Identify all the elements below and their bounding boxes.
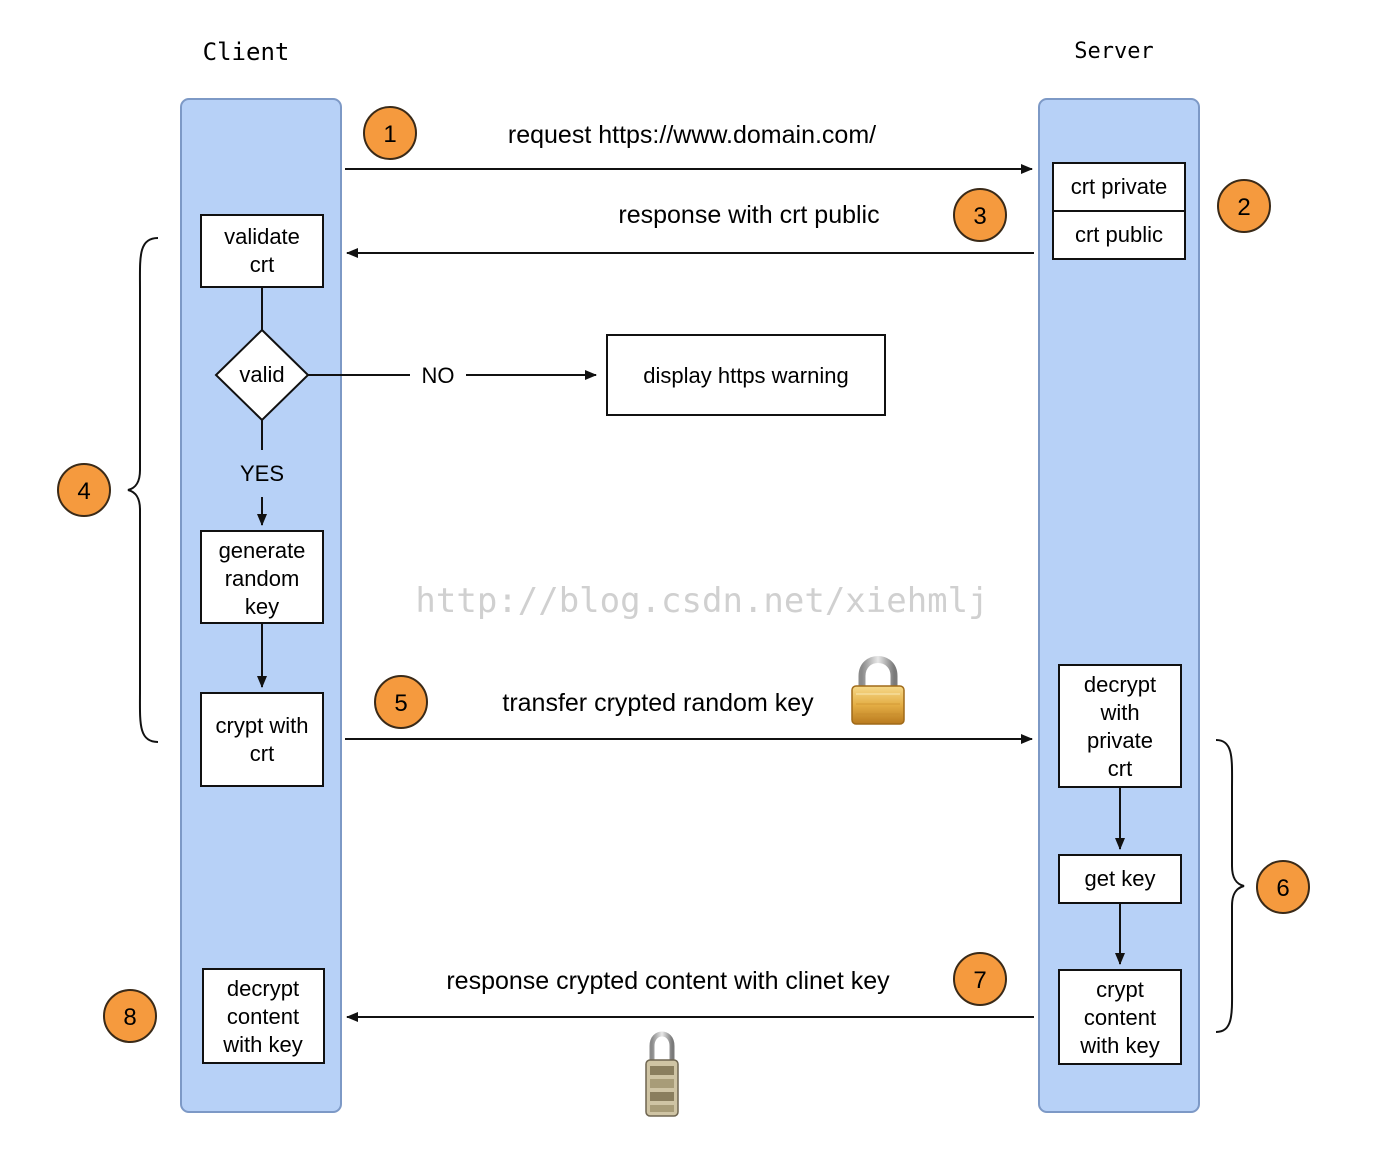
step-3-badge: 3 — [953, 188, 1007, 242]
https-warning-box — [606, 334, 886, 416]
step-6-brace — [1215, 739, 1245, 1033]
client-decrypt-line-3: with key — [222, 1032, 302, 1057]
step-8-badge: 8 — [103, 989, 157, 1043]
request-label: request https://www.domain.com/ — [508, 121, 876, 149]
server-crypt-line-3: with key — [1079, 1033, 1159, 1058]
svg-text:6: 6 — [1276, 875, 1289, 902]
decrypt-private-line-2: with — [1099, 700, 1139, 725]
crypt-with-crt-line-1: crypt with — [216, 713, 309, 738]
validate-crt-line-2: crt — [250, 252, 274, 277]
svg-text:3: 3 — [973, 203, 986, 230]
valid-decision-label: valid — [239, 362, 284, 387]
generate-key-line-1: generate — [219, 538, 306, 563]
get-key-box — [1058, 854, 1182, 904]
client-decrypt-line-1: decrypt — [227, 976, 299, 1001]
response-content-label: response crypted content with clinet key — [446, 967, 890, 995]
padlock-closed-icon — [851, 656, 905, 725]
https-warning-label: display https warning — [643, 363, 848, 388]
crt-private-label: crt private — [1071, 174, 1168, 199]
padlock-combination-icon — [645, 1031, 679, 1117]
step-5-badge: 5 — [374, 675, 428, 729]
response-crt-label: response with crt public — [618, 201, 879, 229]
svg-text:7: 7 — [973, 967, 986, 994]
transfer-key-label: transfer crypted random key — [502, 689, 814, 717]
svg-text:4: 4 — [77, 478, 90, 505]
server-crypt-line-2: content — [1084, 1005, 1156, 1030]
generate-key-line-2: random — [225, 566, 300, 591]
get-key-label: get key — [1085, 866, 1156, 891]
client-decrypt-line-2: content — [227, 1004, 299, 1029]
svg-text:5: 5 — [394, 690, 407, 717]
client-lane-title: Client — [203, 38, 290, 66]
generate-key-line-3: key — [245, 594, 279, 619]
step-4-brace — [127, 237, 159, 743]
decrypt-private-line-1: decrypt — [1084, 672, 1156, 697]
server-crypt-line-1: crypt — [1096, 977, 1144, 1002]
yes-label: YES — [240, 461, 284, 486]
decrypt-private-crt-box — [1058, 664, 1182, 788]
crt-public-label: crt public — [1075, 222, 1163, 247]
validate-crt-box — [200, 214, 324, 288]
decrypt-private-line-4: crt — [1108, 756, 1132, 781]
svg-text:2: 2 — [1237, 194, 1250, 221]
server-crypt-content-box — [1058, 969, 1182, 1065]
no-label: NO — [422, 363, 455, 388]
step-7-badge: 7 — [953, 952, 1007, 1006]
generate-key-box — [200, 530, 324, 624]
client-decrypt-content-box — [202, 968, 325, 1064]
crypt-with-crt-line-2: crt — [250, 741, 274, 766]
step-6-badge: 6 — [1256, 860, 1310, 914]
step-4-badge: 4 — [57, 463, 111, 517]
svg-text:8: 8 — [123, 1004, 136, 1031]
server-lane-title: Server — [1074, 39, 1153, 64]
watermark: http://blog.csdn.net/xiehmlj — [415, 581, 988, 621]
crypt-with-crt-box — [200, 692, 324, 787]
step-1-badge: 1 — [363, 106, 417, 160]
svg-text:1: 1 — [383, 121, 396, 148]
validate-crt-line-1: validate — [224, 224, 300, 249]
decrypt-private-line-3: private — [1087, 728, 1153, 753]
step-2-badge: 2 — [1217, 179, 1271, 233]
